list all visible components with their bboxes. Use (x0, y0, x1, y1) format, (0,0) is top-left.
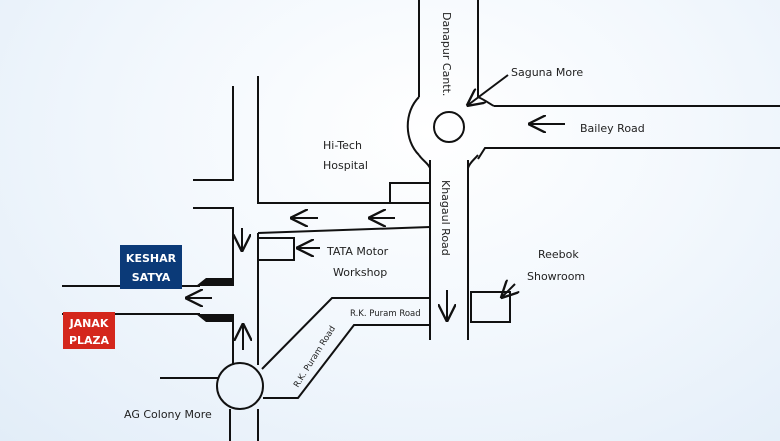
saguna-roundabout-outer-right (477, 96, 495, 107)
direction-arrows (187, 74, 565, 350)
tata-workshop-label-line1: TATA Motor (326, 245, 389, 258)
janak-plaza-line1: JANAK (69, 317, 109, 330)
ag-colony-more-label: AG Colony More (124, 408, 212, 421)
keshar-satya-line1: KESHAR (126, 252, 177, 265)
bailey-road-bottom-edge (477, 147, 780, 160)
roundabout-lower-right (467, 154, 479, 169)
rk-puram-diag-label: R.K. Puram Road (292, 324, 338, 389)
keshar-satya-line2: SATYA (132, 271, 171, 284)
janak-plaza-marker (196, 314, 233, 322)
upper-road-bottom-edge (257, 226, 431, 234)
tata-workshop-label-line2: Workshop (333, 266, 387, 279)
ag-colony-roundabout (216, 362, 264, 410)
arrow-reebok (502, 284, 515, 297)
saguna-roundabout-outer (406, 96, 420, 156)
hitech-hospital-building (389, 182, 431, 204)
khagaul-road-label: Khagaul Road (439, 180, 452, 256)
keshar-satya-badge: KESHAR SATYA (120, 245, 182, 289)
rk-puram-diag-upper-edge (261, 297, 430, 370)
hitech-hospital-label-line2: Hospital (323, 159, 368, 172)
tata-workshop-building (257, 237, 295, 261)
saguna-roundabout-island (433, 111, 465, 143)
keshar-satya-badge-bg (120, 245, 182, 289)
arrow-saguna-more (468, 74, 509, 105)
danapur-road-label: Danapur Cantt. (440, 12, 453, 96)
rk-puram-diag-lower-edge (263, 324, 430, 399)
reebok-showroom-label-line1: Reebok (538, 248, 579, 261)
hitech-hospital-label-line1: Hi-Tech (323, 139, 362, 152)
keshar-satya-marker (196, 278, 233, 286)
janak-plaza-badge-bg (63, 312, 115, 349)
janak-plaza-line2: PLAZA (69, 334, 110, 347)
roundabout-lower-left (418, 154, 431, 169)
west-road-left-edge-mid (193, 207, 234, 286)
rk-puram-road-label: R.K. Puram Road (350, 309, 421, 319)
bailey-road-label: Bailey Road (580, 122, 645, 135)
reebok-showroom-label-line2: Showroom (527, 270, 585, 283)
road-network (62, 0, 780, 441)
saguna-more-label: Saguna More (511, 66, 583, 79)
janak-plaza-badge: JANAK PLAZA (63, 312, 115, 349)
upper-road-top-edge (257, 76, 430, 204)
reebok-showroom-building (470, 291, 511, 323)
west-road-left-edge-top (193, 86, 234, 181)
